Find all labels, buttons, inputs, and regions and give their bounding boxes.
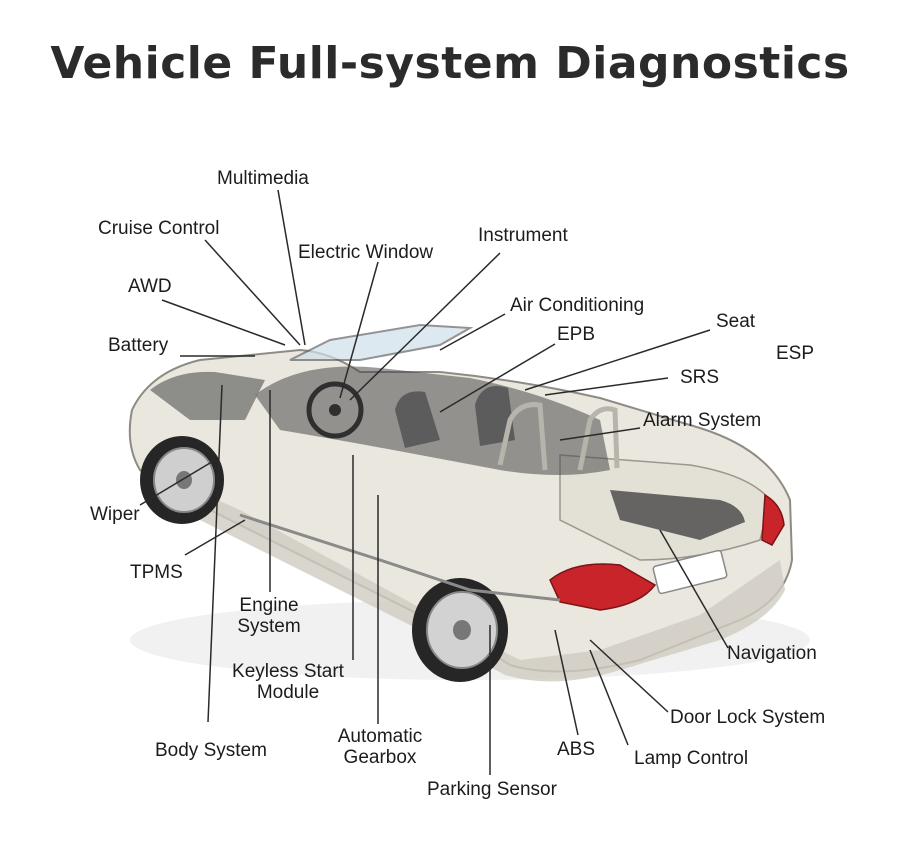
label-battery: Battery	[108, 335, 169, 356]
label-air-conditioning: Air Conditioning	[510, 295, 645, 316]
page-title: Vehicle Full-system Diagnostics	[50, 38, 850, 89]
label-keyless-start-module: Keyless Start Module	[232, 661, 344, 703]
label-epb: EPB	[557, 324, 596, 345]
label-door-lock-system: Door Lock System	[670, 707, 826, 728]
label-wiper: Wiper	[90, 504, 140, 525]
label-parking-sensor: Parking Sensor	[427, 779, 557, 800]
label-lamp-control: Lamp Control	[634, 748, 749, 769]
label-keyless-start-module-line2: Module	[256, 682, 320, 703]
label-engine-system-line2: System	[237, 616, 301, 637]
label-electric-window: Electric Window	[298, 242, 434, 263]
label-keyless-start-module-line1: Keyless Start	[232, 661, 344, 682]
label-esp: ESP	[776, 343, 815, 364]
label-alarm-system: Alarm System	[643, 410, 762, 431]
label-body-system: Body System	[155, 740, 267, 761]
label-multimedia: Multimedia	[217, 168, 309, 189]
label-instrument: Instrument	[478, 225, 568, 246]
rear-wheel	[412, 578, 508, 682]
label-abs: ABS	[557, 739, 596, 760]
label-engine-system: Engine System	[237, 595, 300, 637]
label-navigation: Navigation	[727, 643, 817, 664]
label-cruise-control: Cruise Control	[98, 218, 220, 239]
label-automatic-gearbox: Automatic Gearbox	[338, 726, 422, 768]
label-srs: SRS	[680, 367, 720, 388]
label-automatic-gearbox-line1: Automatic	[337, 726, 423, 747]
leader-lines	[139, 189, 729, 775]
label-awd: AWD	[128, 276, 172, 297]
label-seat: Seat	[716, 311, 756, 332]
label-engine-system-line1: Engine	[239, 595, 299, 616]
label-automatic-gearbox-line2: Gearbox	[343, 747, 417, 768]
tail-light	[549, 563, 657, 611]
label-tpms: TPMS	[130, 562, 183, 583]
